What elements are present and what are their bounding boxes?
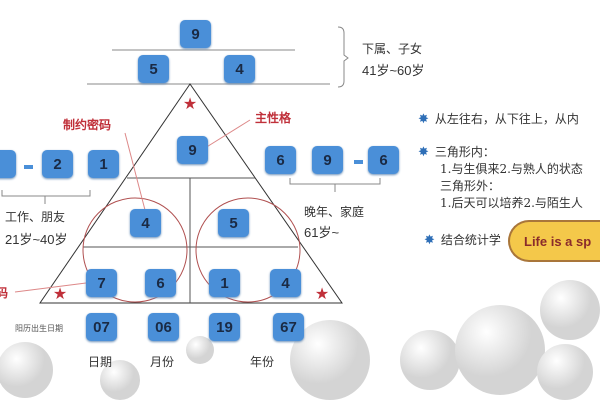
note-2c: 三角形外： xyxy=(440,179,501,193)
right-label: 晚年、家庭 xyxy=(304,205,365,219)
background-spheres xyxy=(0,280,600,400)
center-box: 9 xyxy=(177,136,208,164)
left-box: 1 xyxy=(88,150,119,178)
left-box: 2 xyxy=(42,150,73,178)
mid-right-box: 5 xyxy=(218,209,249,237)
bullet-icon: ✸ xyxy=(424,233,435,248)
right-box: 6 xyxy=(368,146,399,174)
right-age: 61岁~ xyxy=(304,225,340,240)
birth-box: 67 xyxy=(273,313,304,341)
star-icon: ★ xyxy=(183,94,197,113)
right-box: 6 xyxy=(265,146,296,174)
top-apex-box: 9 xyxy=(180,20,211,48)
birth-box: 19 xyxy=(209,313,240,341)
top-right-box: 4 xyxy=(224,55,255,83)
note-1: ✸从左往右，从下往上，从内 xyxy=(418,112,579,127)
right-box: 9 xyxy=(312,146,343,174)
birth-caption: 阳历出生日期 xyxy=(15,324,63,333)
star-icon: ★ xyxy=(53,284,67,303)
bullet-icon: ✸ xyxy=(418,145,429,160)
day-label: 日期 xyxy=(88,355,113,369)
note-2b: 1.与生俱来2.与熟人的状态 xyxy=(440,162,583,176)
dash xyxy=(354,160,363,164)
constraint-label: 制约密码 xyxy=(63,118,112,132)
bottom-box: 6 xyxy=(145,269,176,297)
birth-box: 06 xyxy=(148,313,179,341)
bullet-icon: ✸ xyxy=(418,112,429,127)
top-left-box: 5 xyxy=(138,55,169,83)
birth-box: 07 xyxy=(86,313,117,341)
top-age: 41岁~60岁 xyxy=(362,63,425,78)
bottom-box: 4 xyxy=(270,269,301,297)
star-icon: ★ xyxy=(315,284,329,303)
left-label: 工作、朋友 xyxy=(5,210,66,224)
note-2: ✸三角形内： xyxy=(418,145,495,160)
constraint-label-cut: 码 xyxy=(0,286,9,300)
year-label: 年份 xyxy=(250,355,275,369)
bottom-box: 1 xyxy=(209,269,240,297)
left-age: 21岁~40岁 xyxy=(5,232,68,247)
bottom-box: 7 xyxy=(86,269,117,297)
note-3: ✸结合统计学 xyxy=(424,233,501,248)
top-label: 下属、子女 xyxy=(362,42,423,56)
note-2d: 1.后天可以培养2.与陌生人 xyxy=(440,196,583,210)
mid-left-box: 4 xyxy=(130,209,161,237)
month-label: 月份 xyxy=(150,355,175,369)
dash xyxy=(24,165,33,169)
left-box-partial xyxy=(0,150,16,178)
sticker-cloud: Life is a sp xyxy=(508,220,600,262)
main-trait-label: 主性格 xyxy=(255,111,292,125)
